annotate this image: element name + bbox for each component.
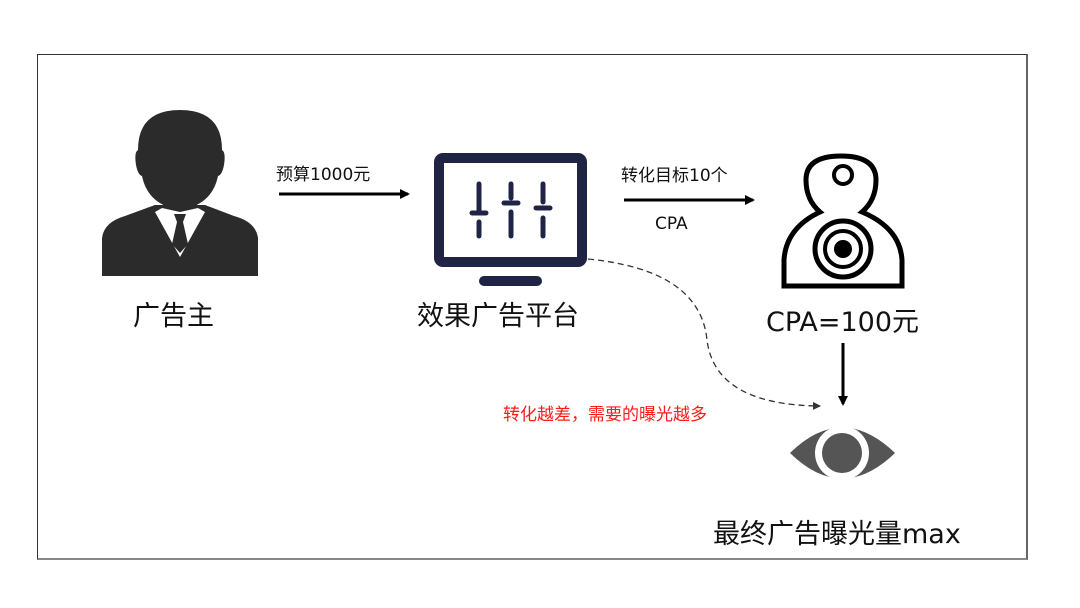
eye-icon [790,426,895,480]
platform-label: 效果广告平台 [417,301,579,332]
exposure-label: 最终广告曝光量max [713,519,961,550]
note-label: 转化越差，需要的曝光越多 [503,405,707,425]
advertiser-label: 广告主 [133,301,214,332]
target-label: CPA=100元 [766,307,920,338]
shooting-target-icon [781,153,905,289]
conversion-label: 转化目标10个 [621,166,728,186]
cpa-sublabel: CPA [655,214,688,234]
dashed-curve-arrow [587,258,821,410]
diagram-frame [37,54,1028,560]
budget-label: 预算1000元 [276,165,371,185]
monitor-sliders-icon [434,153,587,286]
businessman-icon [102,110,258,276]
